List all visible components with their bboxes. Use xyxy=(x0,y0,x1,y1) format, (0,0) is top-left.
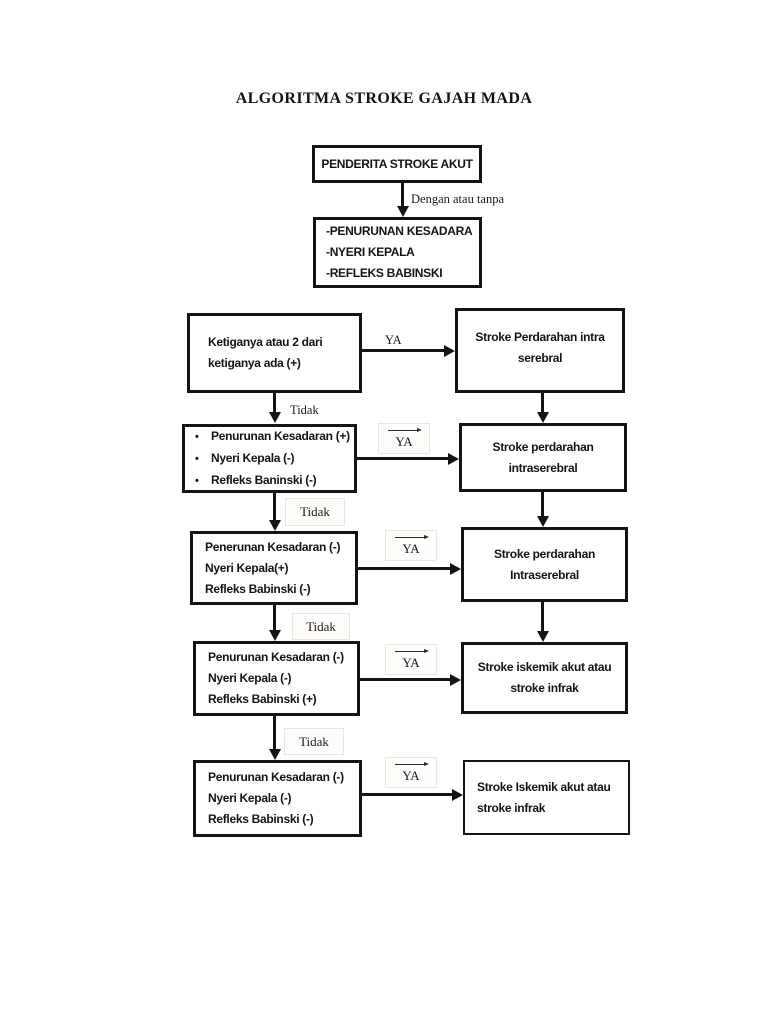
decision-line: •Nyeri Kepala (-) xyxy=(195,448,295,470)
symptom-line: -REFLEKS BABINSKI xyxy=(326,266,443,280)
no-label: Tidak xyxy=(299,733,329,749)
arrow-decision3-to-outcome3 xyxy=(358,567,451,570)
bullet-icon: • xyxy=(195,474,199,487)
no-badge: Tidak xyxy=(285,498,345,526)
decision-line: Penerunan Kesadaran (-) xyxy=(205,539,341,554)
decision-5-node: Penurunan Kesadaran (-) Nyeri Kepala (-)… xyxy=(193,760,362,837)
yes-label: YA xyxy=(402,655,420,670)
yes-label: YA xyxy=(402,541,420,556)
yes-label: YA xyxy=(395,434,413,449)
arrow-decision5-to-outcome5 xyxy=(362,793,453,796)
vector-arrow-icon xyxy=(393,534,429,540)
decision-line: Nyeri Kepala(+) xyxy=(205,560,289,575)
outcome-line: Stroke Perdarahan intra xyxy=(475,330,605,344)
outcome-line: Stroke iskemik akut atau xyxy=(477,660,612,674)
yes-label: YA xyxy=(402,768,420,783)
decision-line: ketiganya ada (+) xyxy=(208,356,301,370)
outcome-1-node: Stroke Perdarahan intra serebral xyxy=(455,308,625,393)
decision-line: Refleks Babinski (+) xyxy=(208,692,317,706)
page-title: ALGORITMA STROKE GAJAH MADA xyxy=(235,90,533,107)
yes-label: YA xyxy=(385,333,402,347)
outcome-5-node: Stroke Iskemik akut atau stroke infrak xyxy=(463,760,630,835)
decision-1-node: Ketiganya atau 2 dari ketiganya ada (+) xyxy=(187,313,362,393)
decision-line: Penurunan Kesadaran (-) xyxy=(208,770,344,784)
arrow-outcome1-to-outcome2 xyxy=(541,393,544,413)
bullet-icon: • xyxy=(195,452,199,465)
decision-4-node: Penurunan Kesadaran (-) Nyeri Kepala (-)… xyxy=(193,641,360,716)
no-label: Tidak xyxy=(300,504,330,519)
outcome-line: Intraserebral xyxy=(510,567,579,582)
start-node: PENDERITA STROKE AKUT xyxy=(312,145,482,183)
arrow-decision2-to-outcome2 xyxy=(357,457,449,460)
arrow-outcome2-to-outcome3 xyxy=(541,492,544,517)
symptom-line: -NYERI KEPALA xyxy=(326,245,415,259)
symptom-line: -PENURUNAN KESADARA xyxy=(326,224,473,238)
arrow-outcome3-to-outcome4 xyxy=(541,602,544,632)
arrow-decision4-to-outcome4 xyxy=(360,678,451,681)
yes-badge: YA xyxy=(385,757,437,788)
no-label: Tidak xyxy=(306,618,336,634)
outcome-line: Stroke perdarahan xyxy=(492,439,594,454)
outcome-line: serebral xyxy=(517,351,563,365)
decision-line: Refleks Babinski (-) xyxy=(208,812,314,826)
edge-condition-label: Dengan atau tanpa xyxy=(411,192,505,206)
bullet-icon: • xyxy=(195,430,199,443)
arrow-decision1-to-decision2 xyxy=(273,393,276,413)
no-badge: Tidak xyxy=(292,613,350,640)
outcome-line: Stroke perdarahan xyxy=(494,546,595,561)
decision-line: Nyeri Kepala (-) xyxy=(208,671,292,685)
yes-badge: YA xyxy=(385,644,437,675)
yes-badge: YA xyxy=(378,423,430,454)
decision-line: Refleks Babinski (-) xyxy=(205,581,311,596)
start-node-label: PENDERITA STROKE AKUT xyxy=(321,156,473,171)
decision-line: •Refleks Baninski (-) xyxy=(195,470,317,492)
arrow-decision4-to-decision5 xyxy=(273,716,276,750)
decision-line: Ketiganya atau 2 dari xyxy=(208,335,323,349)
yes-badge: YA xyxy=(385,530,437,561)
decision-line: Nyeri Kepala (-) xyxy=(208,791,292,805)
outcome-3-node: Stroke perdarahan Intraserebral xyxy=(461,527,628,602)
vector-arrow-icon xyxy=(393,761,429,767)
no-badge: Tidak xyxy=(284,728,344,755)
decision-line: Penurunan Kesadaran (-) xyxy=(208,650,344,664)
outcome-line: stroke infrak xyxy=(510,681,579,695)
arrow-start-to-symptoms xyxy=(401,183,404,207)
outcome-line: intraserebral xyxy=(508,460,578,475)
symptoms-node: -PENURUNAN KESADARA -NYERI KEPALA -REFLE… xyxy=(313,217,482,288)
outcome-4-node: Stroke iskemik akut atau stroke infrak xyxy=(461,642,628,714)
arrow-decision3-to-decision4 xyxy=(273,605,276,631)
vector-arrow-icon xyxy=(386,427,422,433)
arrow-decision1-to-outcome1 xyxy=(362,349,445,352)
outcome-line: Stroke Iskemik akut atau xyxy=(477,779,611,794)
decision-2-node: •Penurunan Kesadaran (+) •Nyeri Kepala (… xyxy=(182,424,357,493)
no-label: Tidak xyxy=(290,403,319,417)
vector-arrow-icon xyxy=(393,648,429,654)
outcome-2-node: Stroke perdarahan intraserebral xyxy=(459,423,627,492)
decision-line: •Penurunan Kesadaran (+) xyxy=(195,426,350,448)
arrow-decision2-to-decision3 xyxy=(273,493,276,521)
outcome-line: stroke infrak xyxy=(477,800,546,815)
decision-3-node: Penerunan Kesadaran (-) Nyeri Kepala(+) … xyxy=(190,531,358,605)
